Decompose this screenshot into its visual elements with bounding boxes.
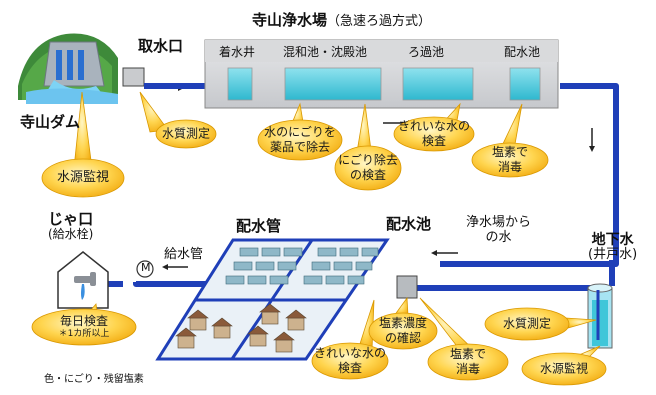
stage-label-1: 混和池・沈殿池 [283,45,368,59]
bubble-chlorine-line1: 塩素で [491,145,529,159]
intake-label: 取水口 [138,37,184,55]
plant-title-sub: （急速ろ過方式） [327,14,432,29]
bubble-chlorine: 塩素で 消毒 [492,145,528,175]
dist-reservoir-box [396,275,418,299]
bubble-chem-removal: 水のにごりを 薬品で除去 [264,125,336,155]
plant-water-label: 浄水場から の水 [466,215,532,246]
bubble-chem-removal-line2: 薬品で除去 [269,140,331,154]
dist-pipe-label: 配水管 [236,217,282,235]
groundwater-sub: (井戸水) [588,247,638,263]
bubble-clean-check: きれいな水の 検査 [398,119,470,149]
bubble-intake-quality: 水質測定 [161,126,211,141]
groundwater-title: 地下水 [591,232,634,248]
bubble-chlorine-conc: 塩素濃度 の確認 [379,316,427,346]
tap-title: じゃ口 [48,210,94,228]
tap-sub: (給水栓) [48,227,94,242]
house-tap [57,251,109,309]
groundwater-label: 地下水 (井戸水) [588,232,637,263]
distribution-grid [155,238,390,361]
bubble-bottom-quality: 水質測定 [502,316,552,331]
plant-title: 寺山浄水場（急速ろ過方式） [252,11,432,30]
bubble-daily-check: 毎日検査 ＊1カ所以上 [59,314,110,340]
bubble-chlorine-conc-line1: 塩素濃度 [378,316,428,330]
bubble-chlorine-conc-line2: の確認 [384,331,422,345]
bubble-bottom-chlorine-line1: 塩素で [449,347,487,361]
bubble-clean-line2: 検査 [421,134,447,148]
pipe-network [104,83,619,291]
bubble-daily-note: ＊1カ所以上 [58,328,110,339]
bubble-daily-line1: 毎日検査 [59,313,109,328]
plant-water-line1: 浄水場から [466,215,532,230]
bubble-clean-line1: きれいな水の [397,119,471,133]
bubble-dam-monitor: 水源監視 [56,169,110,185]
service-pipe-label: 給水管 [164,247,204,262]
stage-label-2: ろ過池 [408,45,445,59]
tap-label: じゃ口 (給水栓) [48,210,94,242]
bubble-bottom-clean-check: きれいな水の 検査 [314,346,386,376]
bubble-bottom-chlorine: 塩素で 消毒 [450,347,486,377]
dam-illustration [18,33,118,104]
footnote: 色・にごり・残留塩素 [44,374,144,385]
bubble-bottom-clean-line1: きれいな水の [313,346,387,360]
bubble-turbidity-line2: の検査 [349,168,387,182]
plant-title-main: 寺山浄水場 [252,11,328,29]
bubble-bottom-chlorine-line2: 消毒 [455,362,481,376]
plant-water-line2: の水 [485,229,512,245]
bubbles [31,91,607,386]
meter-circle [136,260,154,278]
meter-label: M [141,261,151,274]
intake-box [122,67,145,87]
bubble-chlorine-line2: 消毒 [497,160,523,174]
plant-tanks [227,67,541,101]
bubble-turbidity-line1: にごり除去 [338,153,398,167]
dist-reservoir-label: 配水池 [386,215,432,233]
stage-label-0: 着水井 [219,45,256,59]
bubble-turbidity-check: にごり除去 の検査 [338,153,398,183]
stage-label-3: 配水池 [504,45,541,59]
bubble-chem-removal-line1: 水のにごりを [264,125,336,139]
bubble-bottom-clean-line2: 検査 [337,361,363,375]
bubble-bottom-source: 水源監視 [539,361,589,376]
dam-label: 寺山ダム [20,113,81,131]
well-illustration [587,283,613,349]
